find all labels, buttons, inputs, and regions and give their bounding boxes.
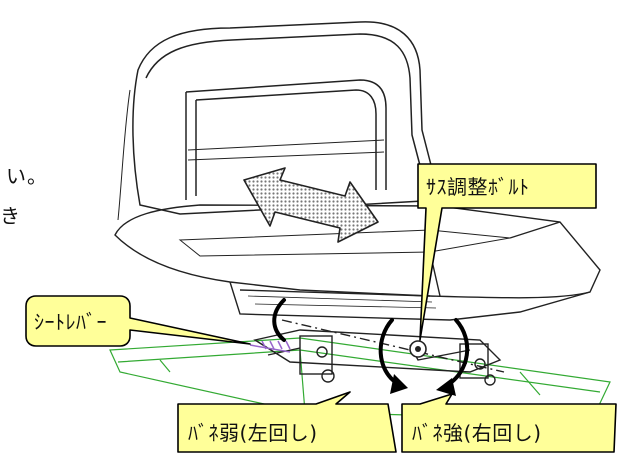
seat-back (117, 21, 441, 221)
callout-seat-lever-text: ｼｰﾄﾚﾊﾞｰ (34, 310, 107, 334)
callout-spring-strong: ﾊﾞﾈ強(右回し) (401, 393, 617, 453)
callout-spring-weak: ﾊﾞﾈ弱(左回し) (177, 391, 397, 453)
double-arrow-icon (243, 167, 379, 243)
text-fragment-2: き (0, 204, 21, 228)
callout-seat-lever: ｼｰﾄﾚﾊﾞｰ (25, 295, 251, 347)
callout-sus-bolt: ｻｽ調整ﾎﾞﾙﾄ (417, 163, 597, 341)
callout-spring-weak-text: ﾊﾞﾈ弱(左回し) (188, 421, 318, 445)
callout-sus-bolt-text: ｻｽ調整ﾎﾞﾙﾄ (426, 175, 530, 199)
rotation-arrow-icon (272, 298, 470, 388)
text-fragment-1: い。 (6, 164, 48, 188)
seat-lever-spring (249, 340, 291, 353)
callout-spring-strong-text: ﾊﾞﾈ強(右回し) (412, 421, 542, 445)
rotation-arrowheads (390, 374, 456, 396)
adjust-bolt (409, 340, 427, 358)
adjust-axis-line (281, 319, 505, 373)
